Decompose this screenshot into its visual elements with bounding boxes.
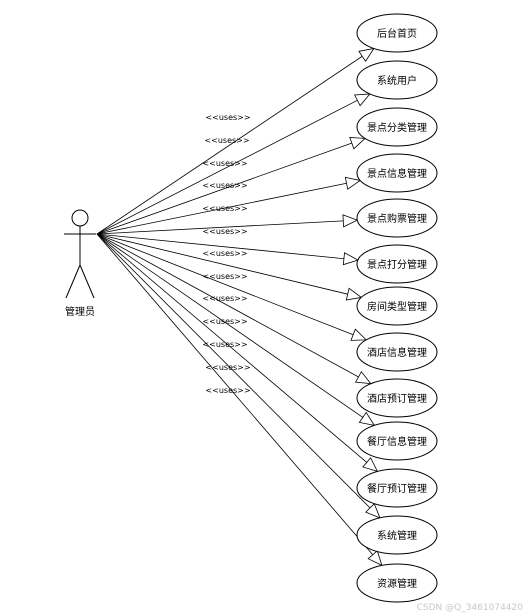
arrowhead (350, 328, 368, 341)
use-case-label: 景点购票管理 (367, 212, 427, 225)
arrowhead (362, 457, 379, 473)
uses-stereotype-label: <<uses>> (202, 317, 247, 326)
uses-stereotype-label: <<uses>> (205, 113, 250, 122)
arrowhead (342, 214, 359, 228)
watermark: CSDN @Q_3461074420 (416, 603, 523, 613)
use-case-label: 景点分类管理 (367, 121, 427, 134)
uses-stereotype-label: <<uses>> (202, 181, 247, 190)
use-case-ellipse (356, 198, 438, 238)
use-case-label: 餐厅信息管理 (367, 435, 427, 448)
use-case-ellipse (356, 563, 438, 603)
association-line (96, 138, 366, 235)
use-case-ellipse (356, 421, 438, 461)
use-case: 系统用户 (356, 60, 438, 100)
association-links: <<uses>> <<uses>> <<uses>> <<uses>> <<uses>>… (96, 47, 383, 567)
association-line (96, 233, 383, 566)
arrowhead (344, 176, 362, 190)
use-case-label: 系统管理 (377, 529, 417, 542)
use-case-label: 房间类型管理 (367, 300, 427, 313)
use-case: 酒店预订管理 (356, 378, 438, 418)
association-line (96, 233, 378, 472)
use-case: 资源管理 (356, 563, 438, 603)
uses-stereotype-label: <<uses>> (202, 340, 247, 349)
use-case: 景点分类管理 (356, 107, 438, 147)
use-case-label: 景点打分管理 (367, 258, 427, 271)
use-case-list: 后台首页系统用户景点分类管理景点信息管理景点购票管理景点打分管理房间类型管理酒店… (356, 13, 438, 603)
use-case: 酒店信息管理 (356, 332, 438, 372)
arrowhead (354, 370, 372, 385)
use-case: 系统管理 (356, 515, 438, 555)
association-line (96, 48, 375, 235)
uses-stereotype-label: <<uses>> (204, 136, 249, 145)
uses-stereotype-label: <<uses>> (202, 272, 247, 281)
use-case: 景点打分管理 (356, 244, 438, 284)
arrowhead (354, 93, 371, 107)
use-case-label: 餐厅预订管理 (367, 482, 427, 495)
association-line (96, 233, 381, 519)
use-case: 景点信息管理 (356, 153, 438, 193)
uses-stereotype-label: <<uses>> (205, 386, 250, 395)
arrowhead (342, 252, 359, 266)
use-case-label: 后台首页 (377, 27, 417, 40)
use-case-ellipse (356, 515, 438, 555)
association-line (96, 233, 367, 341)
actor: 管理员 (64, 209, 96, 318)
use-case: 餐厅预订管理 (356, 468, 438, 508)
use-case: 景点购票管理 (356, 198, 438, 238)
use-case-ellipse (356, 60, 438, 100)
actor-left-leg (65, 264, 81, 299)
actor-label: 管理员 (65, 305, 95, 318)
association-line (96, 180, 361, 235)
use-case-label: 景点信息管理 (367, 167, 427, 180)
use-case-label: 资源管理 (377, 577, 417, 590)
arrowhead (367, 550, 383, 567)
uses-stereotype-label: <<uses>> (202, 294, 247, 303)
association-line (96, 233, 371, 385)
arrowhead (358, 47, 375, 63)
actor-right-leg (79, 264, 95, 299)
use-case: 餐厅信息管理 (356, 421, 438, 461)
arrowhead (349, 137, 366, 150)
association-line (96, 219, 358, 235)
association-line (96, 233, 362, 298)
use-case-ellipse (356, 153, 438, 193)
use-case-ellipse (356, 378, 438, 418)
association-line (96, 93, 371, 235)
uses-stereotype-label: <<uses>> (202, 204, 247, 213)
arrowhead (365, 502, 381, 519)
use-case-label: 系统用户 (377, 74, 417, 87)
use-case-ellipse (356, 332, 438, 372)
use-case-ellipse (356, 286, 438, 326)
uses-stereotype-label: <<uses>> (202, 249, 247, 258)
uses-stereotype-label: <<uses>> (205, 363, 250, 372)
actor-head (71, 209, 89, 227)
use-case: 房间类型管理 (356, 286, 438, 326)
arrowhead (345, 287, 363, 301)
use-case-ellipse (356, 468, 438, 508)
use-case-label: 酒店信息管理 (367, 346, 427, 359)
use-case-ellipse (356, 107, 438, 147)
use-case: 后台首页 (356, 13, 438, 53)
use-case-ellipse (356, 244, 438, 284)
use-case-label: 酒店预订管理 (367, 392, 427, 405)
use-case-ellipse (356, 13, 438, 53)
association-line (96, 233, 358, 261)
association-line (96, 233, 375, 426)
uses-stereotype-label: <<uses>> (202, 227, 247, 236)
uses-stereotype-label: <<uses>> (202, 159, 247, 168)
arrowhead (358, 411, 376, 426)
